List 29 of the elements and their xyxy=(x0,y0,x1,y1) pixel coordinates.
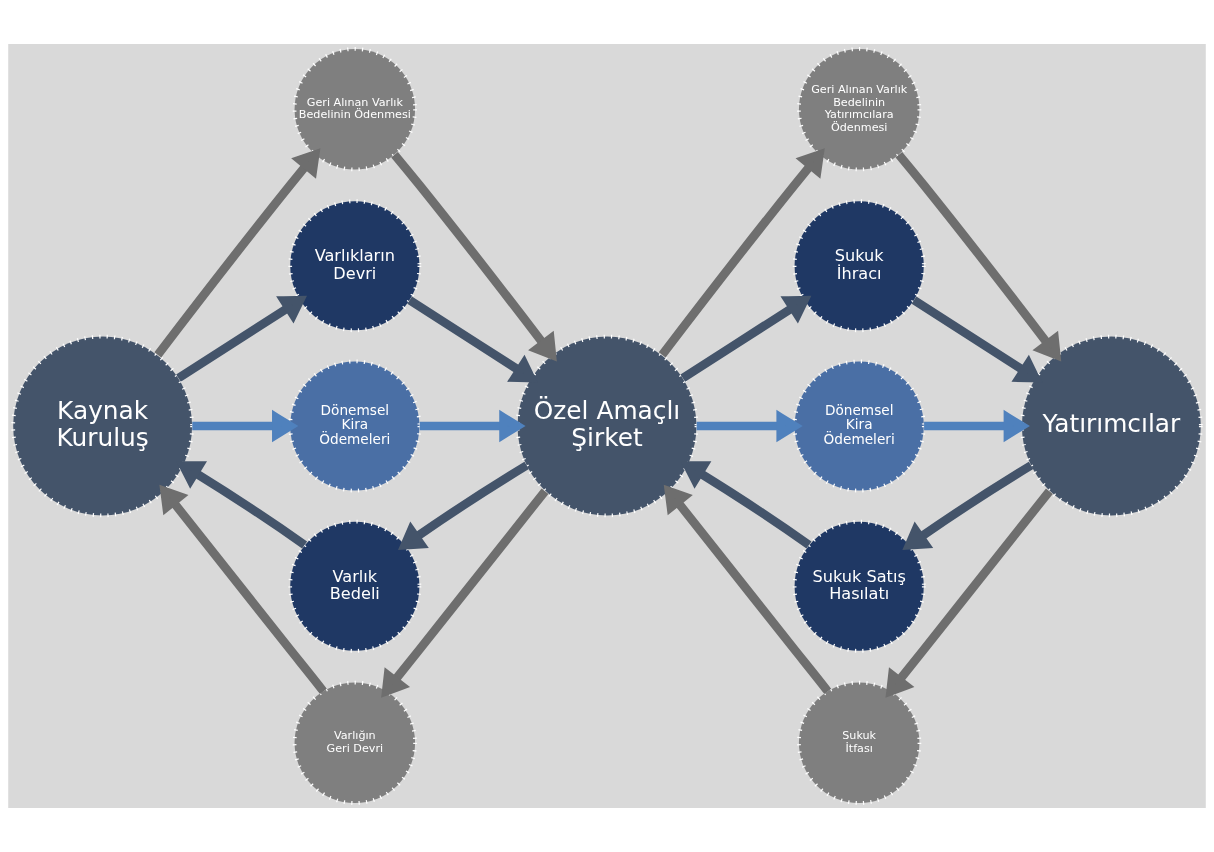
node-circle: Yatırımcılar xyxy=(1020,334,1203,518)
arrow xyxy=(696,409,803,443)
arrow xyxy=(391,151,557,362)
arrow xyxy=(176,295,307,382)
arrow xyxy=(159,484,327,694)
arrow xyxy=(381,488,549,698)
arrow xyxy=(658,148,825,358)
node-circle: Sukuk İhracı xyxy=(792,199,926,333)
arrow xyxy=(154,148,321,358)
node-circle: Dönemsel Kira Ödemeleri xyxy=(288,359,422,493)
node-circle: Sukuk İtfası xyxy=(797,680,922,805)
arrow xyxy=(924,409,1030,443)
arrow xyxy=(902,461,1034,550)
arrow xyxy=(419,409,526,443)
arrow xyxy=(176,461,308,549)
node-circle: Varlıkların Devri xyxy=(288,199,422,333)
arrow xyxy=(895,151,1062,362)
arrow xyxy=(192,409,299,443)
node-circle: Geri Alınan Varlık Bedelinin Ödenmesi xyxy=(292,47,417,172)
arrow xyxy=(407,296,538,383)
arrow xyxy=(663,484,832,694)
arrow xyxy=(885,488,1053,698)
node-circle: Geri Alınan Varlık Bedelinin Yatırımcılara Ödenmesi xyxy=(797,47,922,172)
node-circle: Varlık Bedeli xyxy=(288,519,422,653)
node-circle: Varlığın Geri Devri xyxy=(292,680,417,805)
node-circle: Dönemsel Kira Ödemeleri xyxy=(792,359,926,493)
arrow xyxy=(397,461,529,550)
arrow xyxy=(680,295,812,382)
node-circle: Sukuk Satış Hasılatı xyxy=(792,519,926,653)
